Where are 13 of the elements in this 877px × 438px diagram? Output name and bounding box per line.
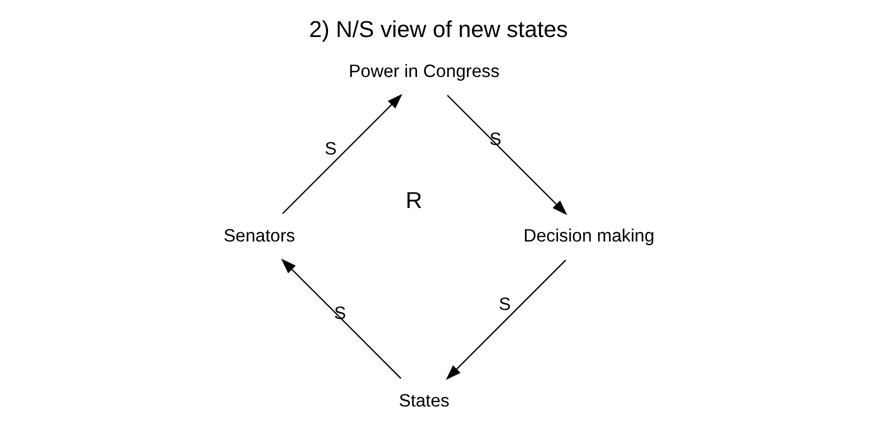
arrow	[282, 94, 402, 214]
edge-label: S	[498, 294, 511, 314]
diagram-title: 2) N/S view of new states	[309, 16, 568, 42]
node-text: States	[398, 390, 450, 410]
node-text: Power in Congress	[348, 60, 500, 81]
arrow	[446, 94, 568, 216]
label: R	[406, 187, 422, 214]
arrow	[281, 258, 402, 379]
node-text: Senators	[224, 226, 296, 246]
arrow	[446, 260, 566, 380]
edge-label: S	[324, 138, 337, 158]
edge-label: S	[334, 303, 346, 324]
node-text: Decision making	[523, 226, 654, 246]
